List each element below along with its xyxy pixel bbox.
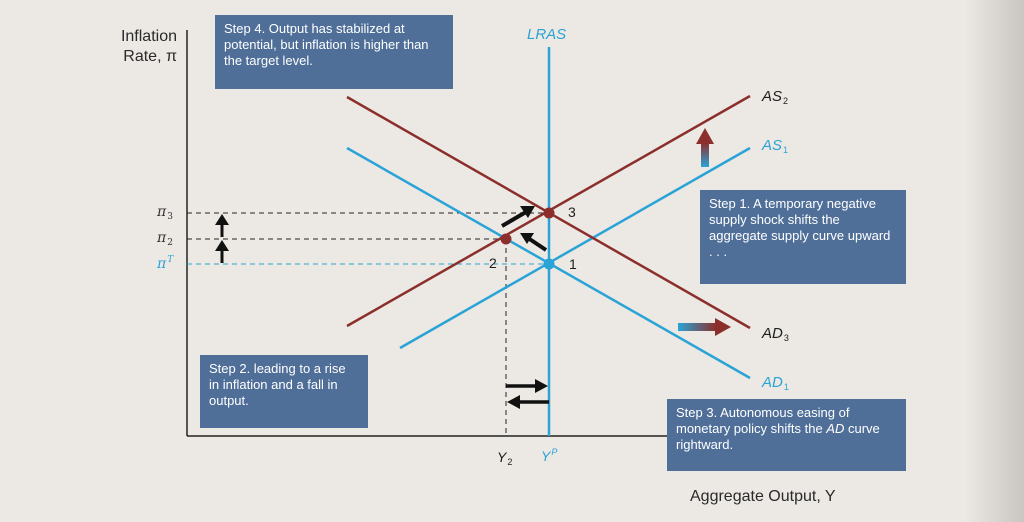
step3-box: Step 3. Autonomous easing of monetary po… [667,399,906,471]
as1-label-sub: 1 [783,145,789,155]
arrow-1-to-2 [520,233,548,252]
page-edge-shadow [964,0,1024,522]
piT-tick-sup: T [167,255,174,265]
inflation-up-arrow-upper [215,214,229,237]
step2-box: Step 2. leading to a rise in inflation a… [200,355,368,428]
as-shift-up-arrow [696,128,714,167]
point-3-label: 3 [568,204,576,220]
step3-text-b: curve rightward. [676,421,880,452]
piT-tick-text: π [157,256,167,272]
y2-tick-sub: 2 [507,457,513,467]
step3-text-ad: AD [826,421,845,436]
point-1-label: 1 [569,256,577,272]
ad3-label: AD3 [762,326,789,343]
point-3-marker [543,207,555,219]
as1-label: AS1 [762,138,788,155]
ad1-label-sub: 1 [783,382,789,392]
pi3-tick: π3 [157,205,173,222]
point-2-label: 2 [489,255,497,271]
ad1-label: AD1 [762,375,789,392]
y2-tick: Y2 [497,450,512,467]
output-right-arrow [506,379,548,393]
pi3-tick-sub: 3 [167,212,173,222]
y-axis-title-line2: Rate, π [123,48,177,65]
arrow-2-to-3 [500,206,535,228]
yp-tick-sup: P [551,447,558,457]
pi3-tick-text: π [157,204,167,220]
x-axis-title: Aggregate Output, Y [690,488,836,505]
piT-tick: πT [157,255,174,272]
lras-label: LRAS [527,26,567,43]
inflation-up-arrow-lower [215,240,229,263]
ad-shift-right-arrow [678,318,731,336]
as2-label-sub: 2 [783,96,789,106]
step3-text-a: Step 3. Autonomous easing of monetary po… [676,405,850,436]
point-2-marker [500,233,512,245]
y-axis-title: Inflation Rate, π [111,27,177,67]
ad3-label-sub: 3 [783,333,789,343]
ad1-label-text: AD [762,374,783,391]
yp-tick: YP [541,447,558,464]
pi2-tick-text: π [157,230,167,246]
as2-label: AS2 [762,89,788,106]
ad3-label-text: AD [762,325,783,342]
yp-tick-text: Y [541,448,551,464]
pi2-tick-sub: 2 [167,238,173,248]
as1-line [399,146,751,350]
output-left-arrow [507,395,549,409]
as1-label-text: AS [762,137,783,154]
pi2-tick: π2 [157,231,173,248]
point-1-marker [543,258,555,270]
y2-tick-text: Y [497,449,507,465]
step1-box: Step 1. A temporary negative supply shoc… [700,190,906,284]
step4-box: Step 4. Output has stabilized at potenti… [215,15,453,89]
as2-label-text: AS [762,88,783,105]
y-axis-title-line1: Inflation [120,28,177,45]
